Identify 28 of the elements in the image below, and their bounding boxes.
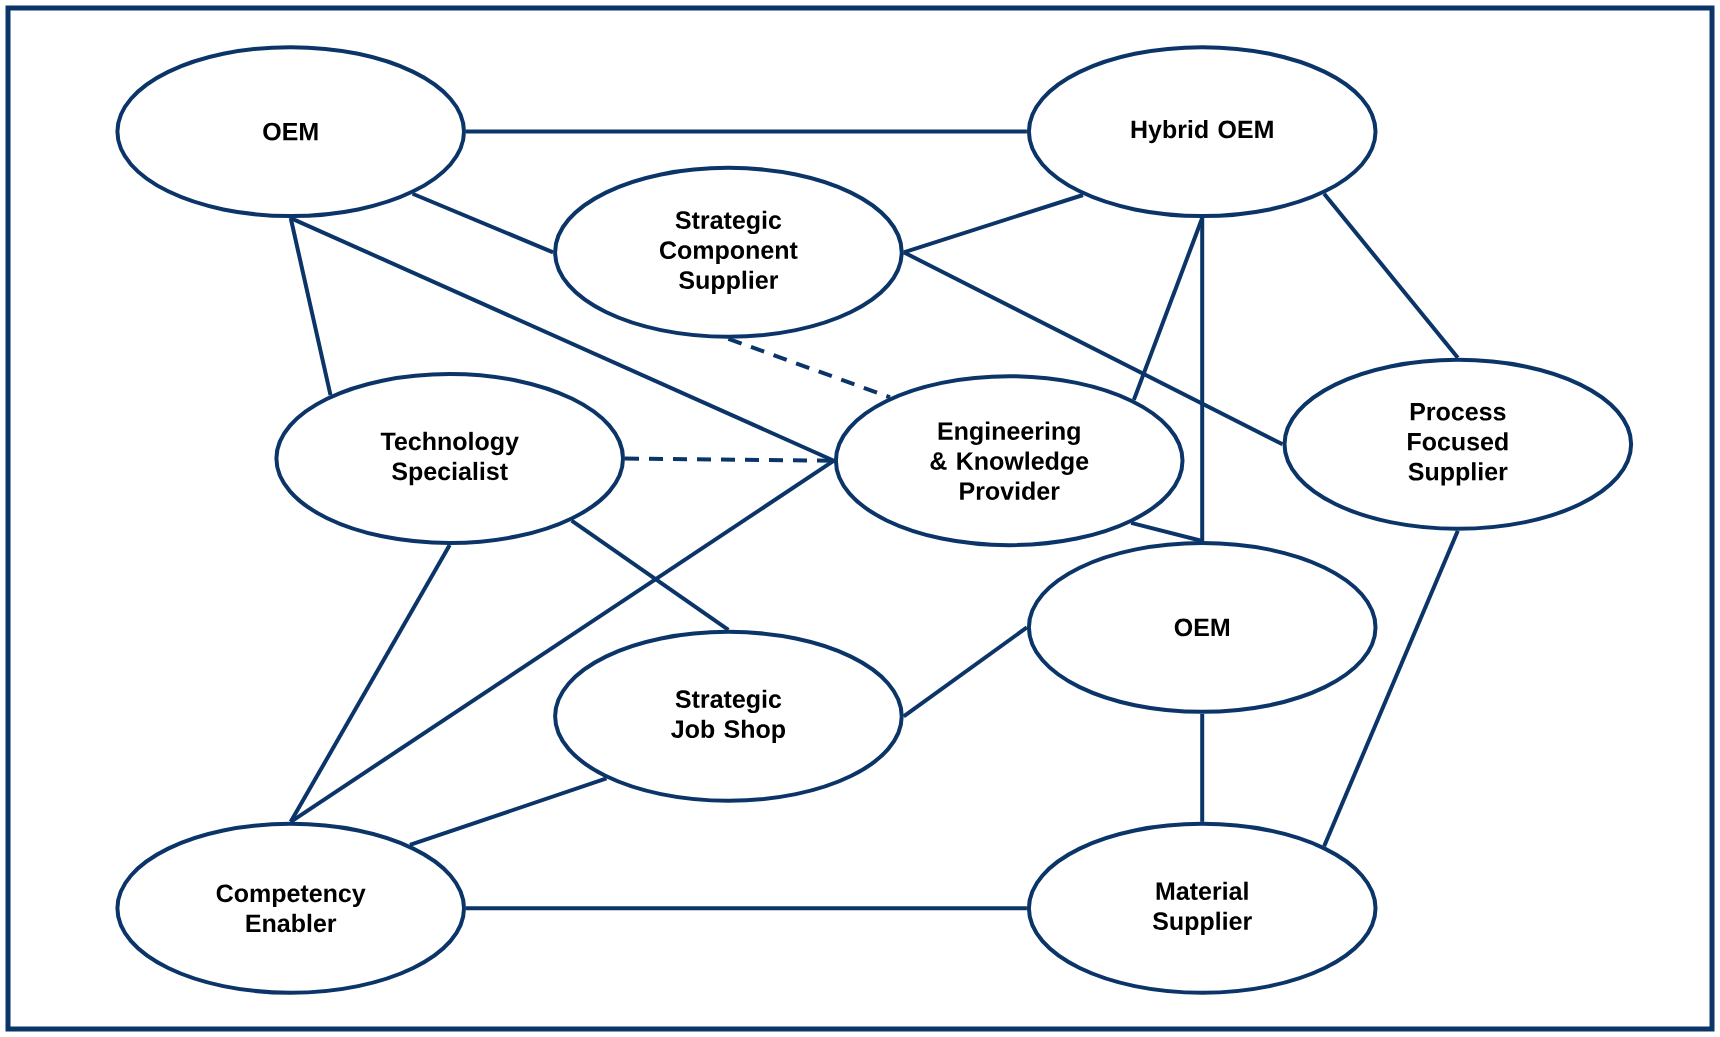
- ellipse-node: Hybrid OEM: [1026, 45, 1378, 219]
- connector-line: [288, 543, 452, 823]
- connector-line: [466, 129, 1027, 134]
- ellipse-node: Engineering & Knowledge Provider: [833, 374, 1185, 548]
- connector-line: [902, 250, 1284, 447]
- connector-line: [1200, 713, 1205, 822]
- connector-line: [903, 193, 1084, 255]
- ellipse-node: OEM: [115, 45, 466, 219]
- connector-line: [1322, 192, 1460, 360]
- ellipse-node: Competency Enabler: [115, 821, 466, 995]
- connector-line: [902, 625, 1029, 718]
- connector-line: [1130, 520, 1203, 543]
- connector-line: [570, 519, 730, 632]
- connector-line: [1322, 529, 1460, 847]
- ellipse-node: Process Focused Supplier: [1282, 357, 1634, 531]
- ellipse-node: Strategic Component Supplier: [553, 165, 904, 339]
- connector-line: [1200, 218, 1205, 541]
- ellipse-node: Technology Specialist: [274, 372, 625, 545]
- ellipse-node: Strategic Job Shop: [553, 629, 904, 803]
- connector-line: [288, 217, 333, 396]
- ellipse-node: Material Supplier: [1026, 821, 1378, 995]
- connector-line: [411, 191, 554, 255]
- ellipse-node: OEM: [1026, 540, 1378, 714]
- connector-line: [466, 906, 1027, 911]
- connector-line: [727, 336, 891, 400]
- connector-line: [289, 216, 835, 463]
- connector-line: [289, 459, 835, 824]
- connector-line: [409, 776, 608, 847]
